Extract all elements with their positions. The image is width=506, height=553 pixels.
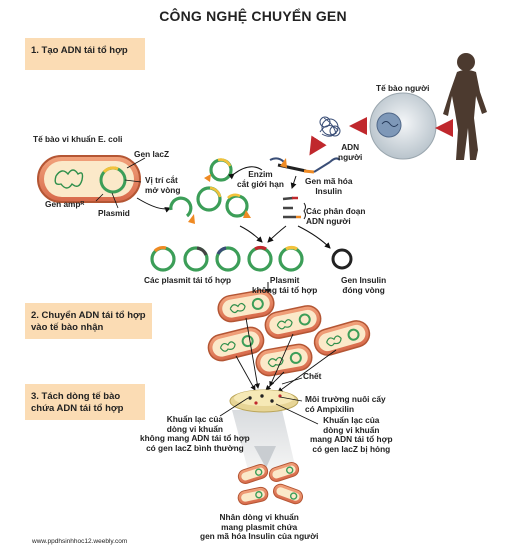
leader-colony-right bbox=[275, 403, 319, 425]
step-2-box: 2. Chuyển ADN tái tổ hợp vào tế bào nhận bbox=[25, 303, 152, 339]
arrow-to-result bbox=[254, 446, 276, 468]
leader-cut-site bbox=[124, 179, 142, 183]
label-lacz: Gen lacZ bbox=[134, 149, 170, 159]
open-plasmids bbox=[169, 158, 249, 218]
label-result: Nhân dòng vi khuẩn mang plasmit chứa gen… bbox=[200, 512, 319, 542]
arrow-open-to-recomb bbox=[239, 225, 263, 243]
leader-ampr bbox=[95, 193, 104, 202]
enzyme-marker-1 bbox=[188, 214, 195, 224]
arrow-enzyme-to-plasmid bbox=[228, 166, 263, 180]
human-cell bbox=[369, 92, 437, 160]
leader-medium bbox=[279, 396, 303, 402]
enzyme-marker-2 bbox=[243, 210, 251, 218]
human-dna-tangle bbox=[319, 116, 341, 137]
label-cut-site: Vị trí cắt mở vòng bbox=[145, 175, 181, 195]
label-ampr: Gen ampᴿ bbox=[45, 199, 85, 209]
leader-dead bbox=[281, 377, 303, 385]
page-title: CÔNG NGHỆ CHUYỂN GEN bbox=[159, 8, 347, 24]
leader-lacz bbox=[126, 157, 146, 169]
enzyme-marker-3 bbox=[204, 174, 211, 182]
arrow-dna-to-fragment bbox=[309, 135, 327, 156]
leader-plasmid bbox=[111, 192, 119, 209]
label-ring-gene: Gen Insulin đóng vòng bbox=[341, 275, 387, 295]
label-plasmid-non: Plasmit không tái tổ hợp bbox=[252, 275, 318, 295]
label-insulin-gene: Gen mã hóa Insulin bbox=[305, 176, 353, 196]
label-human-dna: ADN người bbox=[338, 142, 363, 162]
insulin-gene-ring bbox=[331, 248, 353, 270]
label-colony-left: Khuẩn lạc của dòng vi khuẩn không mang A… bbox=[140, 414, 250, 453]
arrow-to-ring-gene bbox=[297, 225, 331, 249]
label-fragments: Các phân đoạn ADN người bbox=[306, 206, 366, 226]
label-recombinant: Các plasmit tái tổ hợp bbox=[144, 275, 232, 285]
leader-colony-left bbox=[219, 397, 249, 417]
dna-fragments bbox=[282, 196, 301, 219]
label-dead: Chết bbox=[303, 371, 322, 381]
label-website: www.ppdhsinhhoc12.weebly.com bbox=[32, 538, 128, 545]
label-ecoli: Tế bào vi khuẩn E. coli bbox=[33, 134, 123, 144]
transformed-bacteria bbox=[207, 289, 371, 377]
human-silhouette-icon bbox=[443, 53, 487, 160]
light-beam bbox=[232, 410, 296, 470]
arrow-fragments-to-plasmids bbox=[267, 225, 287, 243]
arrows-to-dish bbox=[235, 317, 337, 393]
recombinant-plasmids bbox=[150, 245, 304, 272]
arrow-plasmid-out bbox=[136, 197, 171, 213]
label-medium: Môi trường nuôi cấy có Ampixilin bbox=[305, 394, 386, 414]
label-enzyme: Enzim cắt giới hạn bbox=[237, 169, 284, 189]
enzyme-marker-4 bbox=[280, 158, 287, 168]
result-bacteria bbox=[237, 462, 304, 506]
step-1-box: 1. Tạo ADN tái tổ hợp bbox=[25, 38, 145, 70]
step-3-box: 3. Tách dòng tế bào chứa ADN tái tổ hợp bbox=[25, 384, 145, 420]
label-colony-right: Khuẩn lạc của dòng vi khuẩn mang ADN tái… bbox=[310, 415, 393, 454]
arrow-to-fragments bbox=[290, 175, 297, 189]
label-plasmid: Plasmid bbox=[98, 208, 130, 218]
culture-dish bbox=[229, 389, 299, 413]
label-human-cell: Tế bào người bbox=[376, 83, 430, 93]
fragments-brace bbox=[303, 202, 306, 220]
